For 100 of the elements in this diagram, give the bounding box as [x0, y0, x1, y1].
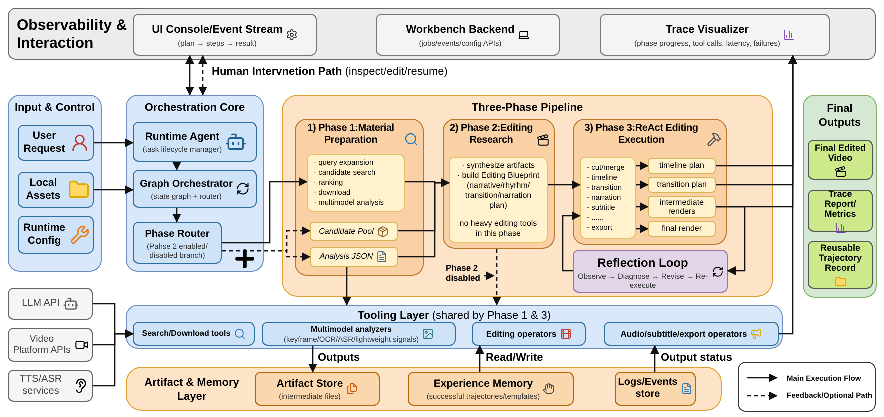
- node-title: TTS/ASR services: [18, 374, 64, 398]
- node-title: Phase Router: [145, 228, 210, 242]
- arrow: [562, 211, 581, 272]
- process-box: [472, 322, 586, 346]
- arrow: [94, 185, 134, 195]
- output-box: [808, 140, 873, 180]
- arrow: [548, 180, 581, 190]
- process-box: [18, 216, 94, 254]
- process-box: [133, 170, 257, 208]
- node-title: Logs/Events store: [618, 377, 678, 401]
- arrow: [398, 178, 450, 258]
- arrow: [636, 224, 649, 234]
- service-box: [8, 328, 93, 362]
- list-item: · synthesize artifacts: [462, 161, 535, 171]
- output-box: [648, 221, 716, 237]
- node-title: Audio/subtitle/export operators: [620, 328, 748, 340]
- node-title: Workbench Backend: [406, 23, 515, 38]
- node-title: intermediate renders: [658, 198, 706, 216]
- node-title: Final Edited Video: [814, 142, 867, 162]
- service-box: [8, 288, 93, 320]
- group-title: Orchestration Core: [144, 101, 246, 116]
- node-title: Graph Orchestrator: [140, 178, 233, 192]
- layer-panel: [8, 8, 876, 60]
- process-box: [133, 122, 257, 162]
- phase-panel: [443, 119, 555, 249]
- process-box: [604, 322, 779, 346]
- output-box: [310, 247, 398, 267]
- group-title: Final Outputs: [818, 102, 862, 130]
- arrow: [636, 202, 649, 212]
- arrow: [492, 249, 502, 306]
- group-panel: [126, 305, 783, 349]
- group-panel: [8, 95, 102, 272]
- group-panel: [282, 95, 773, 297]
- arrow: [172, 208, 182, 223]
- node-title: Local Assets: [25, 177, 62, 203]
- node-title: Reflection Loop: [598, 254, 688, 272]
- output-box: [808, 190, 873, 232]
- node-title: Multimodel analyzers: [311, 324, 392, 334]
- store-box: [615, 372, 696, 406]
- group-panel: [126, 95, 264, 272]
- output-box: [310, 222, 398, 241]
- group-panel: [803, 95, 877, 298]
- arrow: [342, 267, 352, 306]
- group-title: Input & Control: [14, 101, 96, 116]
- edge-label: Human Intervnetion Path (inspect/edit/resume): [212, 65, 448, 80]
- arrow: [475, 345, 485, 372]
- store-box: [255, 372, 380, 406]
- node-title: Reusable Trajectory Record: [818, 242, 864, 272]
- node-title: Trace Report/ Metrics: [824, 188, 858, 218]
- arrow: [94, 138, 134, 148]
- loop-box: [573, 250, 728, 293]
- arrow: [650, 345, 660, 372]
- arrow: [93, 329, 134, 387]
- process-box: [18, 125, 94, 161]
- process-box: [376, 14, 560, 56]
- node-title: timeline plan: [660, 160, 704, 172]
- service-box: [8, 370, 93, 402]
- process-box: [133, 222, 222, 264]
- group-title: Tooling Layer (shared by Phase 1 & 3): [357, 309, 552, 324]
- store-box: [408, 372, 574, 406]
- note-box: [307, 154, 405, 212]
- node-title: UI Console/Event Stream: [152, 23, 283, 38]
- arrow: [198, 55, 208, 96]
- arrow: [222, 250, 311, 262]
- process-box: [18, 172, 94, 208]
- list-item: · build Editing Blueprint (narrative/rhyrhm/ transition/narration plan): [456, 171, 541, 211]
- group-title: Observability & Interaction: [17, 17, 128, 53]
- process-box: [133, 14, 317, 56]
- arrow: [716, 206, 746, 276]
- arrow: [222, 177, 308, 244]
- node-title: Trace Visualizer: [666, 23, 749, 38]
- phase-title: 2) Phase 2:Editing Research: [448, 123, 534, 147]
- node-title: Runtime Agent: [145, 130, 220, 145]
- process-box: [262, 322, 456, 346]
- node-title: Experience Memory: [434, 376, 534, 392]
- phase-panel: [295, 119, 424, 276]
- arrow: [308, 346, 318, 373]
- edge-label: Read/Write: [486, 351, 544, 366]
- group-title: Artifact & Memory Layer: [144, 376, 240, 404]
- group-panel: [126, 367, 722, 411]
- phase-title: 3) Phase 3:ReAct Editing Execution: [584, 123, 700, 147]
- node-title: final render: [662, 223, 702, 235]
- node-title: LLM API: [22, 298, 60, 310]
- phase-panel: [573, 119, 727, 245]
- node-title: Analysis JSON: [320, 251, 374, 263]
- edge-label: Outputs: [318, 351, 360, 366]
- output-box: [648, 177, 716, 193]
- node-title: Editing operators: [486, 328, 557, 340]
- arrow: [779, 55, 798, 335]
- arrow: [636, 180, 649, 190]
- arrow: [636, 161, 649, 171]
- process-box: [133, 322, 255, 346]
- note-box: [580, 157, 636, 239]
- node-title: Candidate Pool: [319, 226, 374, 238]
- node-title: Artifact Store: [276, 376, 344, 392]
- note-box: [449, 157, 548, 243]
- group-title: Three-Phase Pipeline: [470, 101, 584, 116]
- note-text: no heavy editing tools in this phase: [458, 219, 538, 239]
- output-box: [648, 158, 716, 174]
- output-box: [648, 196, 716, 218]
